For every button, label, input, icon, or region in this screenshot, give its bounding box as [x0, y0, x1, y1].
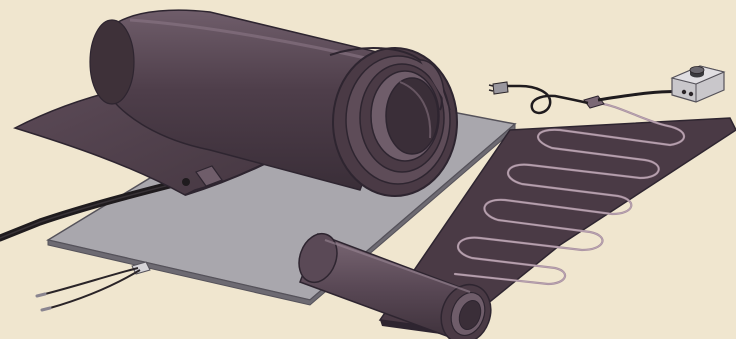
illustration-canvas: [0, 0, 736, 339]
heating-mat-illustration: [0, 0, 736, 339]
